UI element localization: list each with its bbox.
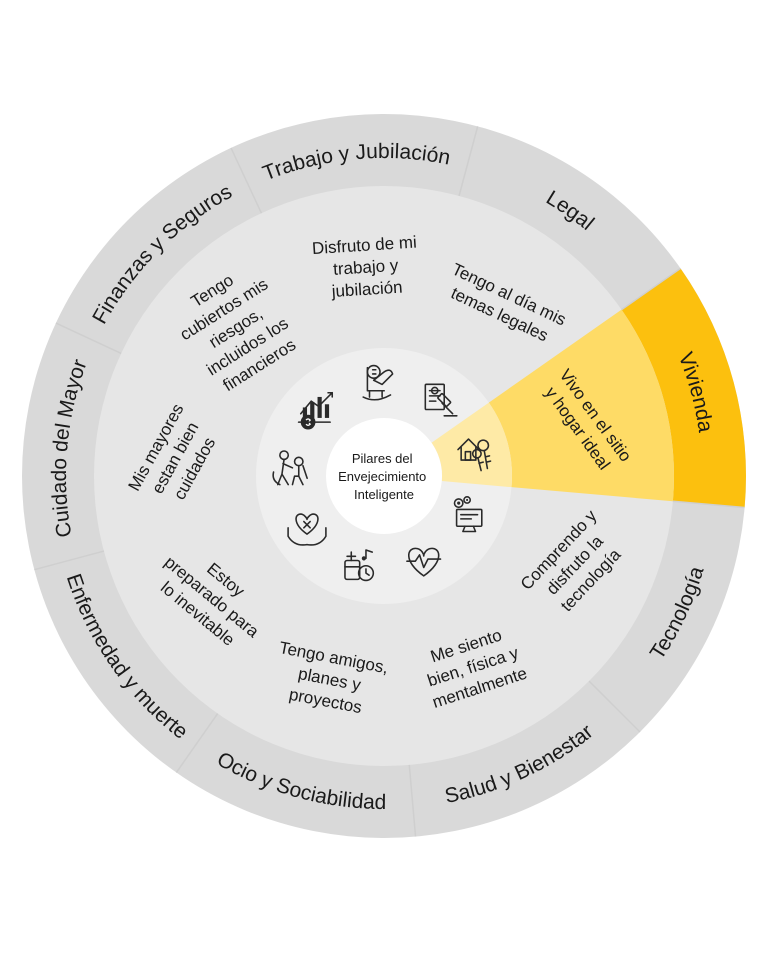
sector-separator — [55, 322, 122, 355]
sector-separator — [621, 267, 681, 311]
sector-separator — [458, 126, 479, 197]
sector-inner-vivienda[interactable] — [431, 402, 512, 488]
center-circle — [326, 418, 442, 534]
center-title-line-1: Pilares del — [352, 451, 413, 466]
statement-line: trabajo y — [333, 256, 400, 279]
sector-separator — [34, 550, 105, 571]
center-title-line-3: Inteligente — [354, 487, 414, 502]
sector-outer-vivienda[interactable] — [621, 268, 746, 508]
sector-separator — [230, 147, 263, 214]
separator-layer — [34, 126, 745, 837]
sector-middle-vivienda[interactable] — [488, 309, 675, 502]
sector-separator — [175, 713, 219, 773]
center-title-line-2: Envejecimiento — [338, 469, 426, 484]
sector-separator — [408, 764, 417, 837]
sector-separator — [672, 500, 745, 509]
statement-line: jubilación — [330, 278, 403, 301]
center-title: Pilares del Envejecimiento Inteligente — [338, 451, 430, 502]
sector-separator — [588, 680, 641, 733]
